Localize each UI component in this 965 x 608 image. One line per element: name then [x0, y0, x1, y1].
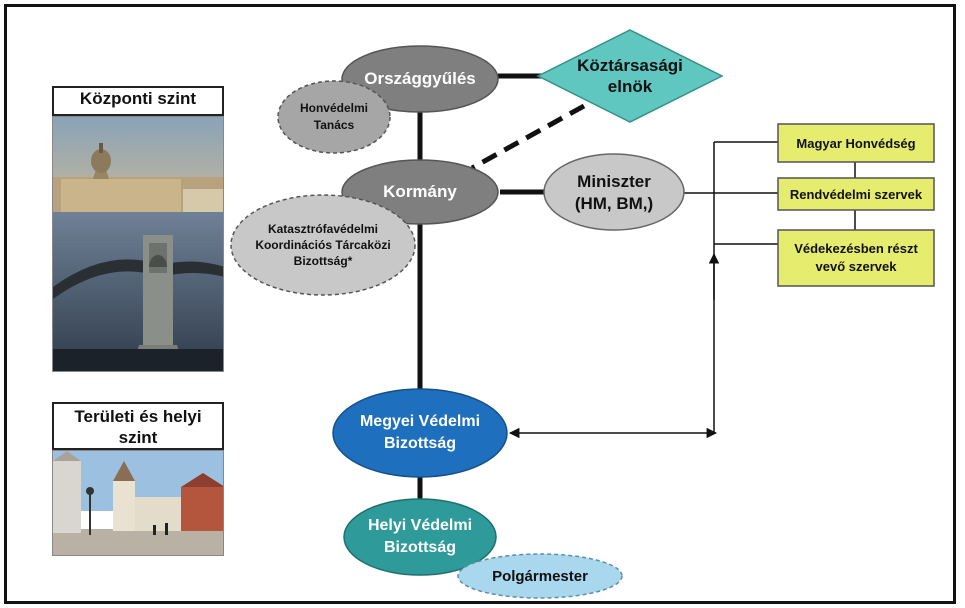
- label-magyar-honvedseg: Magyar Honvédség: [796, 135, 916, 151]
- label-kormany: Kormány: [383, 182, 457, 201]
- node-orszaggyules: [341, 45, 499, 113]
- label-honvedelmi-tanacs: Honvédelmi Tanács: [299, 101, 368, 132]
- parliament-bridge-photo: [52, 116, 224, 372]
- node-katasztrofa-bizottsag: [230, 194, 416, 296]
- label-rendvedelmi-szervek: Rendvédelmi szervek: [789, 186, 923, 202]
- label-koztarsasagi-elnok: Köztársasági elnök: [577, 56, 683, 96]
- label-megyei: Megyei Védelmi Bizottság: [359, 413, 481, 452]
- label-polgarmester: Polgármester: [492, 567, 588, 585]
- regional-level-label: Területi és helyi szint: [52, 402, 224, 450]
- node-megyei: [332, 388, 508, 478]
- node-polgarmester: [457, 553, 623, 599]
- node-koztarsasagi-elnok: [536, 29, 724, 123]
- box-magyar-honvedseg: [777, 123, 935, 163]
- central-level-label: Központi szint: [52, 86, 224, 116]
- connector-president-government-dashed: [470, 103, 586, 171]
- node-miniszter: [543, 153, 685, 231]
- node-helyi: [343, 498, 497, 576]
- town-square-photo: [52, 450, 224, 556]
- label-vedekezesben-szervek: Védekezésben részt vevő szervek: [794, 241, 918, 274]
- label-miniszter: Miniszter (HM, BM,): [574, 172, 654, 213]
- node-honvedelmi-tanacs: [277, 80, 391, 154]
- label-helyi: Helyi Védelmi Bizottság: [367, 517, 473, 556]
- box-rendvedelmi-szervek: [777, 177, 935, 211]
- box-vedekezesben-szervek: [777, 229, 935, 287]
- label-orszaggyules: Országgyűlés: [364, 69, 476, 88]
- label-katasztrofa-bizottsag: Katasztrófavédelmi Koordinációs Tárcaköz…: [255, 222, 391, 268]
